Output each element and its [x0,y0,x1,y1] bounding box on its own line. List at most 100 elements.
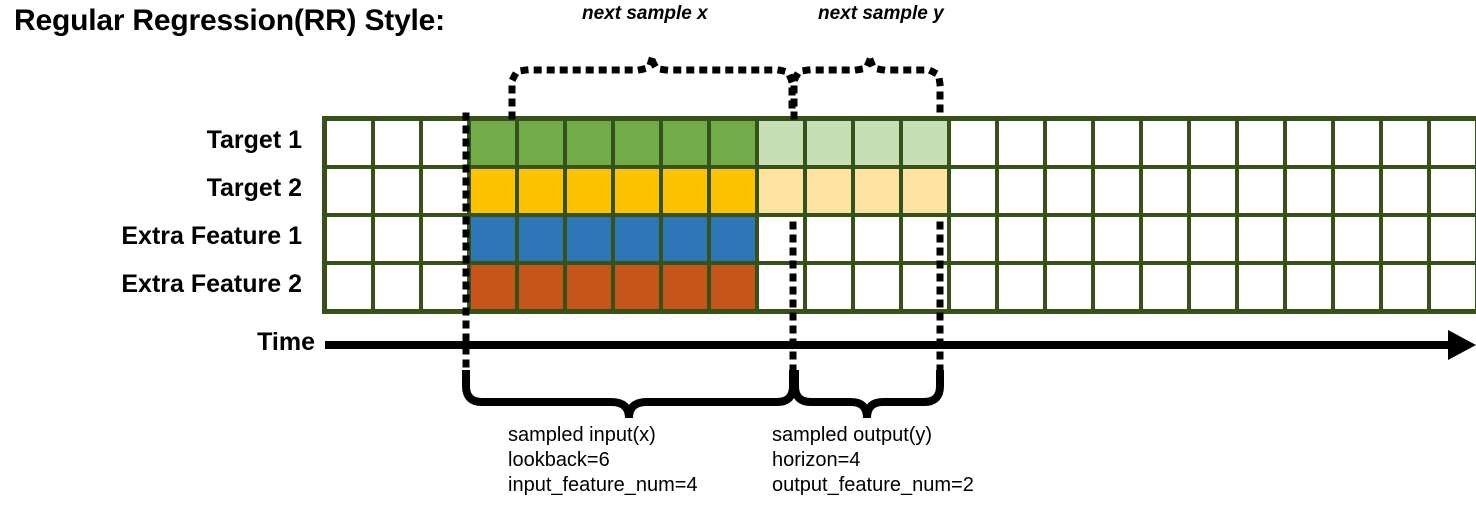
grid-cell-r0-c1 [375,121,419,165]
grid-cell-r0-c8 [711,121,755,165]
grid-cell-r1-c1 [375,169,419,213]
grid-cell-r2-c16 [1095,217,1139,261]
grid-cell-r2-c20 [1287,217,1331,261]
grid-cell-r0-c12 [903,121,947,165]
grid-cell-r0-c14 [999,121,1043,165]
grid-cell-r0-c21 [1335,121,1379,165]
caption-line: sampled input(x) [508,424,656,446]
grid-cell-r0-c20 [1287,121,1331,165]
grid-cell-r0-c18 [1191,121,1235,165]
row-label-extra-feature-1: Extra Feature 1 [121,222,302,250]
grid-cell-r1-c16 [1095,169,1139,213]
grid-cell-r0-c3 [471,121,515,165]
grid-cell-r2-c19 [1239,217,1283,261]
annotation-next-sample-x: next sample x [582,3,708,24]
grid-cell-r3-c14 [999,265,1043,309]
grid-cell-r2-c23 [1431,217,1475,261]
grid-cell-r0-c17 [1143,121,1187,165]
grid-cell-r2-c14 [999,217,1043,261]
grid-cell-r3-c22 [1383,265,1427,309]
grid-cell-r3-c15 [1047,265,1091,309]
grid-cell-r2-c3 [471,217,515,261]
row-label-target-1: Target 1 [206,126,302,154]
grid-cell-r1-c7 [663,169,707,213]
brace-sampled-output [791,370,944,419]
grid-cell-r1-c18 [1191,169,1235,213]
grid-cell-r1-c6 [615,169,659,213]
caption-line: horizon=4 [772,449,861,471]
grid-cell-r2-c0 [327,217,371,261]
grid-cell-r2-c22 [1383,217,1427,261]
grid-cell-r3-c18 [1191,265,1235,309]
grid-cell-r0-c6 [615,121,659,165]
grid-cell-r2-c1 [375,217,419,261]
grid-cell-r1-c0 [327,169,371,213]
grid-cell-r0-c7 [663,121,707,165]
caption-line: sampled output(y) [772,424,933,446]
grid-cell-r0-c19 [1239,121,1283,165]
grid-cell-r1-c12 [903,169,947,213]
annotation-next-sample-y: next sample y [818,3,944,24]
grid-cell-r2-c21 [1335,217,1379,261]
grid-cell-r3-c3 [471,265,515,309]
grid-cell-r2-c13 [951,217,995,261]
grid-cell-r2-c18 [1191,217,1235,261]
grid-cell-r1-c15 [1047,169,1091,213]
grid-cell-r3-c13 [951,265,995,309]
grid-cell-r3-c20 [1287,265,1331,309]
grid-cell-r2-c2 [423,217,467,261]
grid-cell-r2-c6 [615,217,659,261]
grid-cell-r3-c7 [663,265,707,309]
grid-cell-r0-c5 [567,121,611,165]
caption-sampled-input: sampled input(x) lookback=6 input_feature_… [508,423,698,498]
grid-cell-r1-c11 [855,169,899,213]
grid-cell-r1-c4 [519,169,563,213]
page-title: Regular Regression(RR) Style: [14,4,445,37]
grid-cell-r0-c22 [1383,121,1427,165]
grid-cell-r2-c8 [711,217,755,261]
grid-cell-r0-c16 [1095,121,1139,165]
dotted-brace-next-sample-x [508,55,796,120]
grid-cell-r2-c10 [807,217,851,261]
dotted-brace-next-sample-y [790,55,944,120]
row-label-target-2: Target 2 [206,174,302,202]
timeline-grid [322,116,1476,314]
grid-cell-r1-c5 [567,169,611,213]
grid-cell-r2-c5 [567,217,611,261]
grid-cell-r0-c9 [759,121,803,165]
grid-cell-r3-c19 [1239,265,1283,309]
grid-cell-r1-c20 [1287,169,1331,213]
grid-cell-r0-c23 [1431,121,1475,165]
grid-cell-r3-c8 [711,265,755,309]
grid-cell-r1-c8 [711,169,755,213]
grid-cell-r0-c0 [327,121,371,165]
grid-cell-r0-c13 [951,121,995,165]
grid-cell-r1-c21 [1335,169,1379,213]
grid-cell-r3-c11 [855,265,899,309]
grid-cell-r2-c17 [1143,217,1187,261]
grid-cell-r1-c10 [807,169,851,213]
grid-cell-r2-c4 [519,217,563,261]
grid-cell-r3-c16 [1095,265,1139,309]
time-axis-label: Time [257,328,315,356]
caption-line: input_feature_num=4 [508,474,698,496]
grid-cell-r3-c1 [375,265,419,309]
grid-cell-r1-c9 [759,169,803,213]
grid-cell-r0-c15 [1047,121,1091,165]
grid-cell-r3-c23 [1431,265,1475,309]
grid-cell-r0-c11 [855,121,899,165]
grid-cell-r3-c4 [519,265,563,309]
grid-cell-r1-c13 [951,169,995,213]
grid-cell-r2-c7 [663,217,707,261]
grid-cell-r3-c0 [327,265,371,309]
grid-cell-r3-c17 [1143,265,1187,309]
grid-cell-r2-c11 [855,217,899,261]
grid-cell-r1-c22 [1383,169,1427,213]
grid-cell-r0-c4 [519,121,563,165]
caption-line: lookback=6 [508,449,610,471]
grid-cell-r1-c19 [1239,169,1283,213]
grid-cell-r1-c2 [423,169,467,213]
